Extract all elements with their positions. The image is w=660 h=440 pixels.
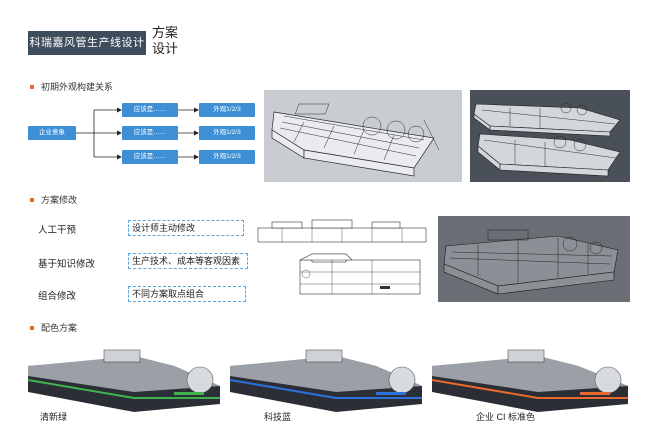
color-scheme-caption-2: 科技蓝: [264, 412, 292, 422]
machine-blue-drawing: [229, 349, 422, 412]
color-scheme-caption-1: 清新绿: [40, 412, 68, 422]
dark-wireframe-image: [438, 216, 630, 302]
modify-desc-1: 设计师主动修改: [128, 220, 244, 236]
bullet-icon: [30, 197, 34, 202]
modify-label-2: 基于知识修改: [38, 259, 96, 270]
machine-green-drawing: [27, 349, 220, 412]
machine-orange-drawing: [431, 349, 628, 412]
modify-label-3: 组合修改: [38, 291, 77, 302]
flow-right-box-1: 外观1/2/3: [199, 103, 255, 117]
section-modify-label: 方案修改: [41, 195, 78, 205]
section-initial-heading: 初期外观构建关系: [30, 80, 113, 93]
section-color-heading: 配色方案: [30, 321, 77, 334]
subtitle-line-2: 设计: [152, 41, 179, 56]
color-scheme-caption-3: 企业 CI 标准色: [476, 412, 536, 422]
flow-middle-box-2: 应该是……: [122, 126, 178, 140]
flow-right-box-3: 外观1/2/3: [199, 150, 255, 164]
page-title: 科瑞嘉风管生产线设计: [28, 31, 146, 55]
color-scheme-render-2: [226, 346, 424, 414]
flow-middle-box-3: 应该是……: [122, 150, 178, 164]
color-scheme-render-1: [24, 346, 222, 414]
shaded-render-image: [470, 90, 630, 182]
line-sketch-image: [252, 216, 432, 302]
flow-middle-box-1: 应该是……: [122, 103, 178, 117]
section-modify-heading: 方案修改: [30, 193, 77, 206]
color-scheme-render-3: [428, 346, 632, 414]
wireframe-render-image: [264, 90, 462, 182]
section-initial-label: 初期外观构建关系: [41, 82, 114, 92]
modify-desc-3: 不同方案取点组合: [128, 286, 246, 302]
bullet-icon: [30, 325, 34, 330]
subtitle-line-1: 方案: [152, 25, 179, 40]
flow-right-box-2: 外观1/2/3: [199, 126, 255, 140]
modify-desc-2: 生产技术、成本等客观因素: [128, 253, 248, 269]
section-color-label: 配色方案: [41, 323, 78, 333]
page-subtitle: 方案 设计: [152, 25, 178, 57]
modify-label-1: 人工干预: [38, 225, 77, 236]
flow-root-box: 企业意象: [28, 126, 76, 140]
bullet-icon: [30, 84, 34, 89]
